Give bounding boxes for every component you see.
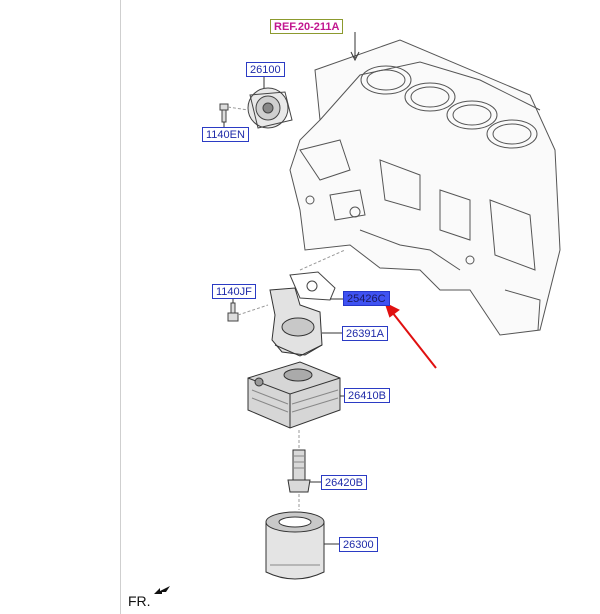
fitting-bolt bbox=[287, 449, 311, 493]
bolt-1140jf bbox=[227, 302, 269, 322]
callout-26410b: 26410B bbox=[344, 388, 390, 403]
callout-26300: 26300 bbox=[339, 537, 378, 552]
engine-block bbox=[289, 39, 561, 336]
callout-25426c-highlighted: 25426C bbox=[343, 291, 390, 306]
callout-26391a: 26391A bbox=[342, 326, 388, 341]
callout-26100: 26100 bbox=[246, 62, 285, 77]
oil-filter bbox=[265, 511, 325, 580]
annotation-arrow bbox=[384, 302, 437, 369]
callout-26420b: 26420B bbox=[321, 475, 367, 490]
ref-callout-label: REF.20-211A bbox=[270, 19, 344, 34]
front-direction-label: FR. bbox=[128, 593, 151, 609]
front-direction-arrow-icon bbox=[154, 586, 170, 594]
water-pump bbox=[247, 87, 293, 129]
bolt-1140en bbox=[219, 103, 249, 123]
callout-1140en: 1140EN bbox=[202, 127, 249, 142]
callout-1140jf: 1140JF bbox=[212, 284, 256, 299]
gasket bbox=[289, 271, 336, 301]
oil-filter-housing bbox=[269, 287, 323, 357]
diagram-frame bbox=[120, 0, 600, 614]
oil-cooler bbox=[247, 361, 341, 429]
